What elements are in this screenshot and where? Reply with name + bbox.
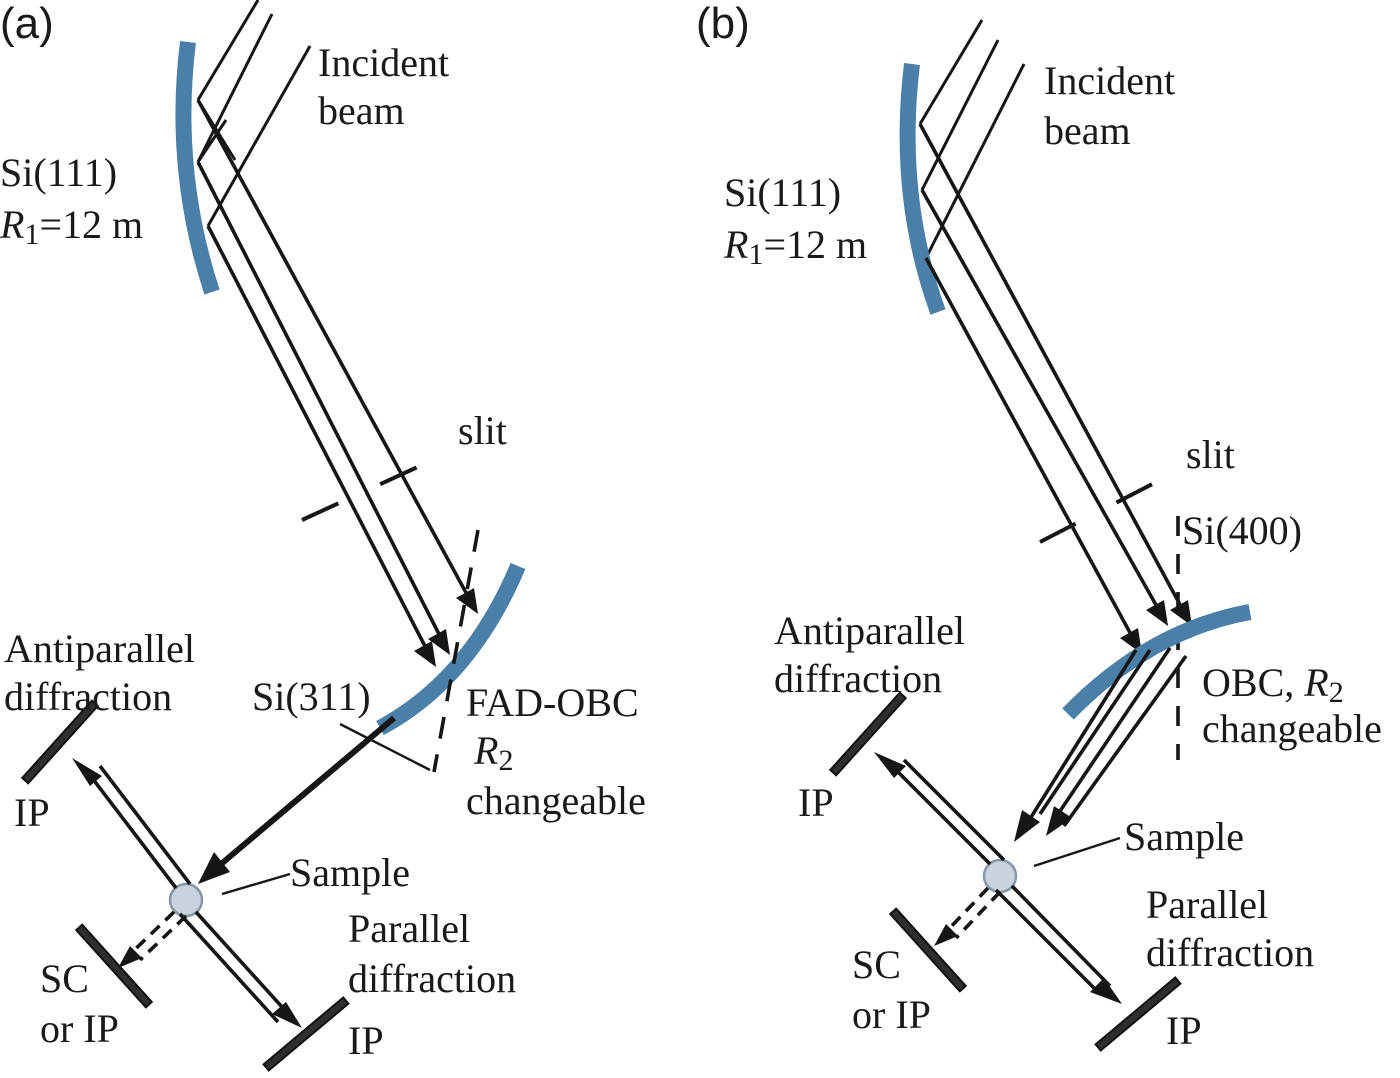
- parallel-beam-b: [1010, 884, 1112, 988]
- transmitted-beam-b: [942, 886, 990, 936]
- ip-right-label-a: IP: [348, 1018, 384, 1063]
- panel-b: (b) slit Si(400): [696, 0, 1382, 1053]
- ip-right-label-b: IP: [1166, 1008, 1202, 1053]
- parallel-label-b-2: diffraction: [1146, 930, 1314, 975]
- changeable-label-a: changeable: [466, 778, 646, 823]
- obc-crystal-b: [1062, 604, 1252, 720]
- sample-label-a: Sample: [290, 850, 410, 895]
- si111-label-a: Si(111): [0, 150, 117, 195]
- ip-left-label-b: IP: [798, 780, 834, 825]
- changeable-label-b: changeable: [1202, 706, 1382, 751]
- focused-arrowhead-b-2: [1046, 806, 1072, 836]
- slit-label-a: slit: [458, 408, 507, 453]
- sc-label-b-2: or IP: [852, 992, 931, 1037]
- si311-label-a: Si(311): [252, 674, 371, 719]
- sample-label-b: Sample: [1124, 814, 1244, 859]
- sc-detector-a: [74, 923, 154, 1009]
- si111-crystal-b: [899, 63, 946, 315]
- antiparallel-beam-b: [888, 762, 992, 866]
- focused-arrowhead-a: [198, 852, 230, 884]
- incident-label-b-2: beam: [1044, 108, 1131, 153]
- sc-label-a-2: or IP: [40, 1006, 119, 1051]
- panel-b-label: (b): [696, 0, 750, 48]
- focused-beams-b: [1026, 646, 1188, 828]
- reflected-arrowheads-a: [414, 588, 478, 667]
- sc-label-a-1: SC: [40, 956, 89, 1001]
- panel-a: (a) slit: [0, 0, 646, 1072]
- reflected-beams-b: [918, 123, 1186, 641]
- parallel-beam-a: [194, 910, 294, 1020]
- fad-obc-label-a: FAD-OBC: [466, 680, 639, 725]
- parallel-label-a-2: diffraction: [348, 956, 516, 1001]
- slit-b: [1039, 476, 1165, 544]
- panel-a-label: (a): [0, 0, 54, 48]
- ip-antiparallel-a: [20, 699, 100, 785]
- sc-detector-b: [888, 907, 968, 993]
- obc-label-b: OBC, R2: [1202, 660, 1344, 709]
- si111-crystal-a: [175, 41, 220, 295]
- parallel-label-a-1: Parallel: [348, 906, 470, 951]
- si111-r1-label-a: R1=12 m: [0, 202, 143, 251]
- si400-label-b: Si(400): [1182, 508, 1302, 553]
- parallel-label-b-1: Parallel: [1146, 882, 1268, 927]
- focused-arrowhead-b-1: [1014, 810, 1040, 842]
- si111-label-b: Si(111): [724, 170, 841, 215]
- incident-label-a-2: beam: [318, 88, 405, 133]
- incident-label-a-1: Incident: [318, 40, 449, 85]
- ip-parallel-a: [262, 996, 350, 1072]
- r2-label-a: R2: [473, 728, 513, 777]
- slit-a: [301, 452, 447, 522]
- transmitted-beam-a: [126, 910, 176, 958]
- antiparallel-label-b-2: diffraction: [774, 656, 942, 701]
- fad-obc-crystal-a: [376, 562, 526, 736]
- antiparallel-label-a-2: diffraction: [4, 674, 172, 719]
- antiparallel-label-a-1: Antiparallel: [4, 626, 195, 671]
- antiparallel-label-b-1: Antiparallel: [774, 608, 965, 653]
- focused-beam-a: [212, 715, 396, 873]
- ip-antiparallel-b: [828, 691, 908, 777]
- ip-parallel-b: [1094, 976, 1182, 1052]
- normal-line-a: [432, 529, 480, 773]
- sc-label-b-1: SC: [852, 942, 901, 987]
- reflected-arrowheads-b: [1120, 600, 1192, 654]
- antiparallel-beam-a: [84, 768, 178, 890]
- slit-label-b: slit: [1186, 432, 1235, 477]
- incident-label-b-1: Incident: [1044, 58, 1175, 103]
- ip-left-label-a: IP: [14, 790, 50, 835]
- si111-r1-label-b: R1=12 m: [723, 222, 867, 271]
- incident-beam-a: [196, 0, 312, 227]
- reflected-beams-a: [196, 99, 472, 653]
